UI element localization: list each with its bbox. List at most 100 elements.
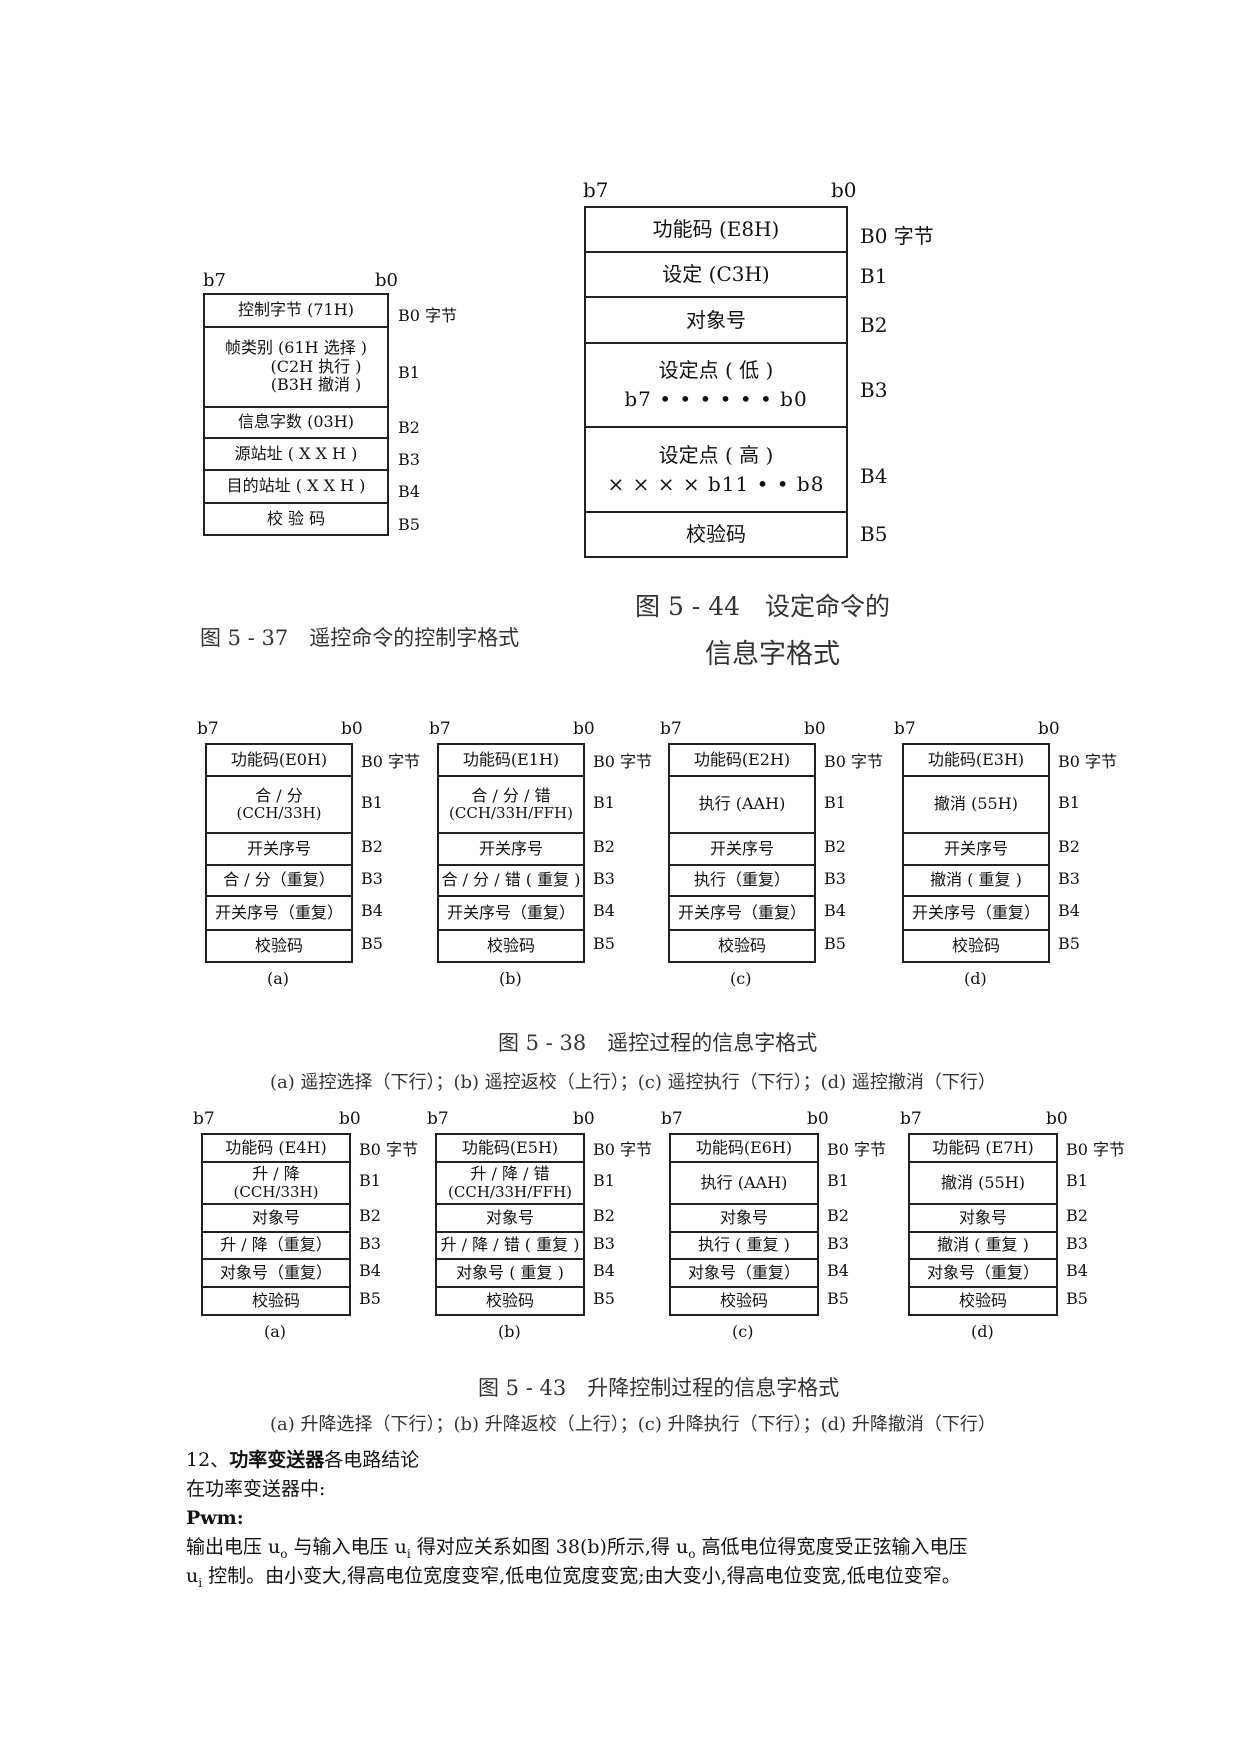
- byte-label: B0 字节: [1058, 752, 1118, 771]
- byte-label: B3: [593, 868, 615, 888]
- byte-label: B1: [860, 264, 888, 288]
- b7-label: b7: [427, 1109, 449, 1129]
- b7-label: b7: [660, 719, 682, 739]
- cell-text: 开关序号（重复）: [214, 902, 343, 922]
- byte-label: B0 字节: [398, 306, 458, 325]
- cell-text: 对象号: [485, 1207, 534, 1227]
- subfigure-label: (a): [267, 969, 290, 988]
- format-cell: 对象号（重复）: [908, 1258, 1058, 1288]
- fig37-format-table: 控制字节 (71H) 帧类别 (61H 选择 ) (C2H 执行 ) (B3H …: [203, 293, 389, 536]
- cell-text: 对象号（重复）: [219, 1262, 332, 1282]
- fig43-caption: 图 5 - 43 升降控制过程的信息字格式: [478, 1376, 840, 1400]
- format-cell: 开关序号（重复）: [205, 895, 353, 931]
- cell-text: 撤消 ( 重复 ): [930, 870, 1022, 890]
- format-cell: 功能码 (E7H): [908, 1133, 1058, 1163]
- cell-text: 校验码: [251, 1290, 300, 1310]
- b0-label: b0: [804, 719, 826, 739]
- byte-label: B4: [361, 901, 383, 920]
- format-cell: 对象号（重复）: [201, 1258, 351, 1288]
- byte-label: B0 字节: [593, 752, 653, 771]
- cell-text: (CCH/33H): [233, 1182, 319, 1201]
- cell-text: 校验码: [254, 935, 303, 955]
- format-cell: 合 / 分（重复）: [205, 864, 353, 897]
- fig37-b0-label: b0: [375, 270, 398, 291]
- byte-label: B0 字节: [593, 1140, 653, 1159]
- paragraph-line2: ui 控制。由小变大,得高电位宽度变窄,低电位宽度变宽;由大变小,得高电位变宽,…: [186, 1562, 961, 1597]
- cell-text: 开关序号: [246, 838, 311, 858]
- format-cell: 执行（重复）: [668, 864, 816, 897]
- format-cell: 升 / 降 / 错 ( 重复 ): [435, 1231, 585, 1260]
- cell-text: 执行 (AAH): [698, 794, 786, 814]
- cell-text: 对象号: [958, 1207, 1007, 1227]
- fig38-table-d: 功能码(E3H)撤消 (55H) 开关序号撤消 ( 重复 ) 开关序号（重复）校验码: [902, 743, 1050, 963]
- fig43-table-d: 功能码 (E7H)撤消 (55H)对象号撤消 ( 重复 )对象号（重复）校验码: [908, 1133, 1058, 1316]
- cell-text: 对象号（重复）: [687, 1262, 800, 1282]
- byte-label: B2: [827, 1206, 849, 1225]
- format-cell: 对象号: [201, 1203, 351, 1233]
- format-cell: 升 / 降(CCH/33H): [201, 1161, 351, 1205]
- b0-label: b0: [1038, 719, 1060, 739]
- format-cell: 校验码: [902, 929, 1050, 963]
- cell-text: 对象号 ( 重复 ): [456, 1262, 564, 1282]
- cell-text: 功能码(E1H): [462, 749, 560, 769]
- byte-label: B3: [824, 868, 846, 888]
- format-cell: 撤消 (55H): [902, 775, 1050, 834]
- byte-label: B5: [593, 934, 615, 953]
- byte-label: B3: [359, 1233, 381, 1253]
- format-cell: 功能码(E2H): [668, 743, 816, 777]
- byte-label: B3: [593, 1233, 615, 1253]
- byte-label: B1: [398, 363, 420, 382]
- format-cell: 开关序号（重复）: [902, 895, 1050, 931]
- format-cell: 功能码(E3H): [902, 743, 1050, 777]
- fig37-row-word-count: 信息字数 (03H): [203, 406, 389, 439]
- format-cell: 撤消 ( 重复 ): [902, 864, 1050, 897]
- fig44-row-checksum: 校验码: [584, 511, 848, 558]
- byte-label: B3: [1066, 1233, 1088, 1253]
- cell-text: (CCH/33H/FFH): [448, 1182, 572, 1201]
- byte-label: B0 字节: [827, 1140, 887, 1159]
- p1-part: 与输入电压 u: [287, 1536, 407, 1558]
- byte-label: B2: [398, 418, 420, 437]
- fig44-caption-line1: 图 5 - 44 设定命令的: [635, 592, 891, 621]
- byte-label: B2: [1066, 1206, 1088, 1225]
- byte-label: B1: [1066, 1171, 1088, 1190]
- cell-text: 对象号（重复）: [926, 1262, 1039, 1282]
- heading-number: 12、: [186, 1449, 230, 1471]
- cell-text: 校验码: [958, 1290, 1007, 1310]
- byte-label: B5: [1058, 934, 1080, 953]
- byte-label: B5: [860, 522, 888, 546]
- cell-text: 开关序号: [943, 838, 1008, 858]
- format-cell: 校验码: [201, 1286, 351, 1316]
- b0-label: b0: [807, 1109, 829, 1129]
- format-cell: 合 / 分 / 错 ( 重复 ): [437, 864, 585, 897]
- byte-label: B5: [827, 1289, 849, 1308]
- pwm-heading: Pwm:: [186, 1507, 244, 1529]
- byte-label: B3: [361, 868, 383, 888]
- format-cell: 对象号: [435, 1203, 585, 1233]
- b0-label: b0: [339, 1109, 361, 1129]
- fig38-subcaption: (a) 遥控选择（下行）；(b) 遥控返校（上行）；(c) 遥控执行（下行）；(…: [270, 1072, 996, 1093]
- format-cell: 升 / 降 / 错(CCH/33H/FFH): [435, 1161, 585, 1205]
- fig44-row-object: 对象号: [584, 296, 848, 344]
- b7-label: b7: [193, 1109, 215, 1129]
- format-cell: 对象号: [908, 1203, 1058, 1233]
- format-cell: 执行 (AAH): [668, 775, 816, 834]
- fig43-table-b: 功能码(E5H)升 / 降 / 错(CCH/33H/FFH)对象号升 / 降 /…: [435, 1133, 585, 1316]
- fig37-row-dest: 目的站址 ( X X H ): [203, 469, 389, 504]
- format-cell: 执行 ( 重复 ): [669, 1231, 819, 1260]
- cell-text: 执行（重复）: [693, 870, 790, 890]
- p1-sub: o: [688, 1546, 696, 1561]
- fig44-low-bits: b7 • • • • • • b0: [624, 387, 808, 411]
- cell-text: 功能码(E2H): [693, 749, 791, 769]
- fig38-caption: 图 5 - 38 遥控过程的信息字格式: [498, 1031, 818, 1055]
- fig43-table-a: 功能码 (E4H)升 / 降(CCH/33H)对象号升 / 降（重复）对象号（重…: [201, 1133, 351, 1316]
- fig37-row-checksum: 校 验 码: [203, 502, 389, 536]
- b0-label: b0: [1046, 1109, 1068, 1129]
- p2-part: 控制。由小变大,得高电位宽度变窄,低电位宽度变宽;由大变小,得高电位变宽,低电位…: [202, 1565, 961, 1587]
- format-cell: 校验码: [668, 929, 816, 963]
- fig37-frame-line1: 帧类别 (61H 选择 ): [224, 338, 368, 358]
- cell-text: 功能码(E0H): [230, 749, 328, 769]
- fig37-row-source: 源站址 ( X X H ): [203, 437, 389, 471]
- subfigure-label: (c): [730, 969, 752, 988]
- subfigure-label: (a): [264, 1322, 287, 1341]
